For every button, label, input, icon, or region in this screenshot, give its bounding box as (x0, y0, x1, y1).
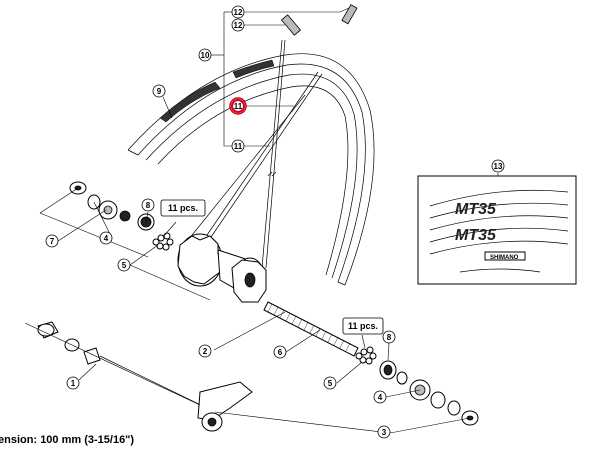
svg-text:1: 1 (71, 379, 76, 388)
callout-11-bottom: 11 (231, 139, 245, 153)
decal-logo-2: MT35 (455, 227, 497, 244)
svg-text:4: 4 (104, 234, 109, 243)
svg-text:4: 4 (378, 393, 383, 402)
callout-1: 1 (66, 376, 80, 390)
left-cone-stack (69, 181, 174, 251)
decal-panel: MT35 MT35 SHIMANO (417, 175, 577, 285)
callout-4-left: 4 (99, 231, 113, 245)
svg-text:13: 13 (494, 162, 503, 171)
hub-axle (263, 301, 359, 357)
pcs-box-left: 11 pcs. (160, 199, 206, 217)
svg-text:3: 3 (382, 428, 387, 437)
svg-text:11: 11 (234, 102, 243, 111)
svg-text:11 pcs.: 11 pcs. (168, 203, 198, 213)
callout-13: 13 (491, 159, 505, 173)
pcs-box-right: 11 pcs. (342, 317, 384, 335)
svg-text:12: 12 (234, 8, 243, 17)
highlight-ring (229, 97, 247, 115)
callout-8-right: 8 (382, 330, 396, 344)
dimension-caption: ension: 100 mm (3-15/16") (0, 434, 134, 446)
callout-5-right: 5 (323, 376, 337, 390)
decal-brand: SHIMANO (490, 255, 519, 261)
callout-9: 9 (152, 84, 166, 98)
spokes (179, 39, 323, 269)
callout-6: 6 (273, 345, 287, 359)
callout-4-right: 4 (373, 390, 387, 404)
svg-text:11: 11 (234, 142, 243, 151)
ball-bearings-left (152, 232, 174, 251)
callout-8-left: 8 (141, 198, 155, 212)
ball-bearings-right (355, 346, 377, 365)
svg-text:6: 6 (278, 348, 283, 357)
svg-text:5: 5 (328, 379, 333, 388)
svg-text:2: 2 (203, 347, 208, 356)
callout-10: 10 (198, 48, 212, 62)
callout-11-top: 11 (231, 99, 245, 113)
callout-12-top: 12 (231, 5, 245, 19)
callout-7: 7 (45, 234, 59, 248)
callout-12-mid: 12 (231, 18, 245, 32)
svg-text:7: 7 (50, 237, 55, 246)
svg-text:5: 5 (122, 261, 127, 270)
dimension-prefix: ension: (0, 434, 38, 446)
svg-text:12: 12 (234, 21, 243, 30)
right-cone-stack (355, 346, 479, 426)
dimension-value: 100 mm (3-15/16") (40, 434, 135, 446)
svg-text:9: 9 (157, 87, 162, 96)
spoke-nipple-top (280, 4, 358, 36)
hub-body (177, 233, 267, 303)
quick-release-skewer (37, 321, 253, 432)
leader-lines (24, 7, 499, 434)
callout-2: 2 (198, 344, 212, 358)
svg-text:8: 8 (146, 201, 151, 210)
svg-text:11 pcs.: 11 pcs. (348, 321, 378, 331)
callout-5-left: 5 (117, 258, 131, 272)
decal-logo: MT35 (455, 201, 497, 218)
rim (127, 53, 375, 286)
callout-3: 3 (377, 425, 391, 439)
svg-text:10: 10 (201, 51, 210, 60)
svg-text:8: 8 (387, 333, 392, 342)
